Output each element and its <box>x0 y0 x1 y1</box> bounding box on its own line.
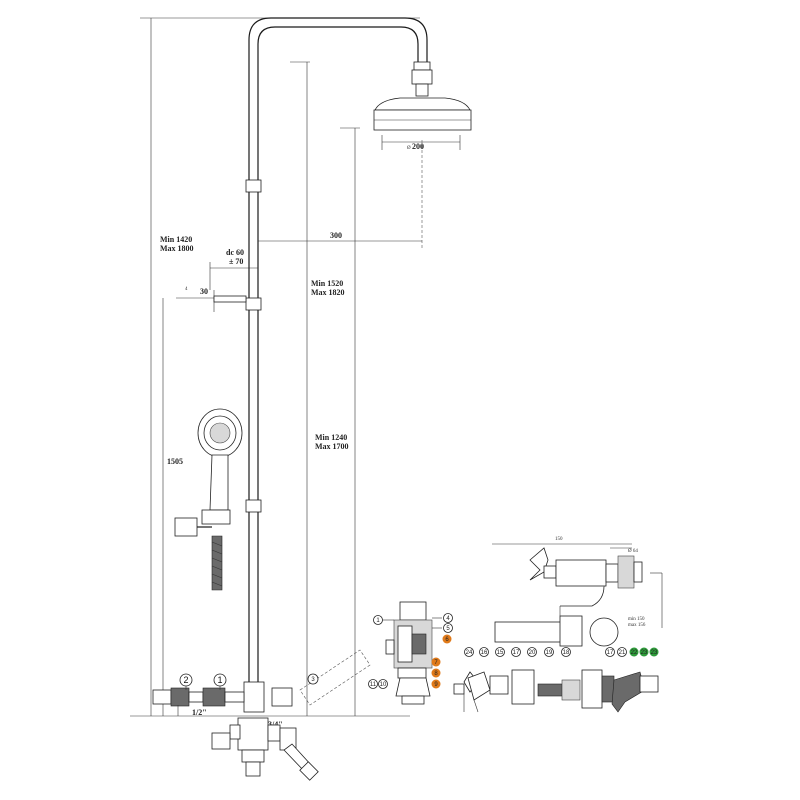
svg-text:8: 8 <box>434 671 438 677</box>
callout-2: 2 <box>179 673 193 690</box>
svg-text:1: 1 <box>376 618 380 624</box>
head-height-label-min: Min 1520 <box>311 279 343 288</box>
wall-offset-dimension: 30 4 <box>176 287 247 312</box>
svg-text:23: 23 <box>641 650 648 656</box>
svg-text:23: 23 <box>651 650 658 656</box>
hand-shower <box>174 408 243 591</box>
svg-text:15: 15 <box>497 650 504 656</box>
mixer-top-view: 150 Ø 64 min 150 max 156 <box>492 537 663 628</box>
head-height-label-max: Max 1820 <box>311 288 345 297</box>
wall-offset-small-label: 4 <box>185 287 188 292</box>
svg-text:17: 17 <box>513 650 520 656</box>
center-distance-label-1: dc 60 <box>226 248 244 257</box>
center-distance-label-2: ± 70 <box>229 257 243 266</box>
inlet-three-quarter-label: 3/4" <box>268 720 283 729</box>
bottom-mixer <box>211 717 319 781</box>
mixer-width-label: 150 <box>555 537 563 542</box>
mixer-side-note-2: max 156 <box>628 623 646 628</box>
slider-clamp <box>245 297 262 311</box>
head-diameter-label: 200 <box>412 142 424 151</box>
valve-callouts-orange: 6 7 8 9 <box>431 634 452 689</box>
svg-text:16: 16 <box>481 650 488 656</box>
svg-text:21: 21 <box>619 650 626 656</box>
lower-coupling <box>245 499 262 513</box>
callout-3: 3 <box>311 677 315 683</box>
svg-text:1: 1 <box>217 675 222 685</box>
arm-reach-dimension: 300 <box>258 231 422 242</box>
center-distance-dimension: dc 60 ± 70 <box>209 248 258 290</box>
bar-height-label-min: Min 1420 <box>160 235 192 244</box>
mixer-callouts-green: 22 23 23 <box>629 647 659 657</box>
head-height-dimension: Min 1520 Max 1820 <box>290 61 345 716</box>
mixer-small-dim-label: Ø 64 <box>628 549 638 554</box>
callout-1: 1 <box>213 673 227 690</box>
svg-text:19: 19 <box>546 650 553 656</box>
svg-text:7: 7 <box>434 660 438 666</box>
riser-pipe <box>243 17 428 713</box>
svg-text:9: 9 <box>434 682 438 688</box>
base-fitting <box>243 681 265 713</box>
detail-link: 3 <box>271 649 371 707</box>
mixer-exploded <box>453 669 659 713</box>
shower-head <box>373 61 472 131</box>
svg-text:11: 11 <box>370 682 377 688</box>
inlet-half-label: 1/2" <box>192 708 207 717</box>
arm-reach-label: 300 <box>330 231 342 240</box>
mixer-side-note-1: min 150 <box>628 617 645 622</box>
upper-coupling <box>245 179 262 193</box>
mixer-callouts: 24 16 15 17 20 19 18 17 21 <box>464 647 627 657</box>
svg-text:20: 20 <box>529 650 536 656</box>
svg-text:10: 10 <box>380 682 387 688</box>
head-diameter-dimension: 200 Ø <box>381 135 461 151</box>
svg-text:5: 5 <box>446 626 450 632</box>
svg-text:17: 17 <box>607 650 614 656</box>
arm-height-label-min: Min 1240 <box>315 433 347 442</box>
arm-height-label-max: Max 1700 <box>315 442 349 451</box>
arm-height-dimension: Min 1240 Max 1700 <box>315 127 360 716</box>
handshower-height-label: 1505 <box>167 457 183 466</box>
handshower-height-dimension: 1505 <box>162 298 183 716</box>
diameter-symbol: Ø <box>407 146 411 151</box>
svg-text:18: 18 <box>563 650 570 656</box>
valve-callouts: 1 4 5 11 10 <box>368 613 453 689</box>
svg-text:24: 24 <box>466 650 473 656</box>
svg-text:4: 4 <box>446 616 450 622</box>
bar-height-label-max: Max 1800 <box>160 244 194 253</box>
svg-text:2: 2 <box>183 675 188 685</box>
mixer-side-view <box>494 606 619 647</box>
inlet-fittings: 1/2" 3/4" <box>152 687 283 729</box>
svg-text:6: 6 <box>445 637 449 643</box>
svg-text:22: 22 <box>631 650 638 656</box>
valve-detail <box>382 601 442 705</box>
wall-offset-label: 30 <box>200 287 208 296</box>
bar-height-dimension: Min 1420 Max 1800 <box>150 18 194 716</box>
